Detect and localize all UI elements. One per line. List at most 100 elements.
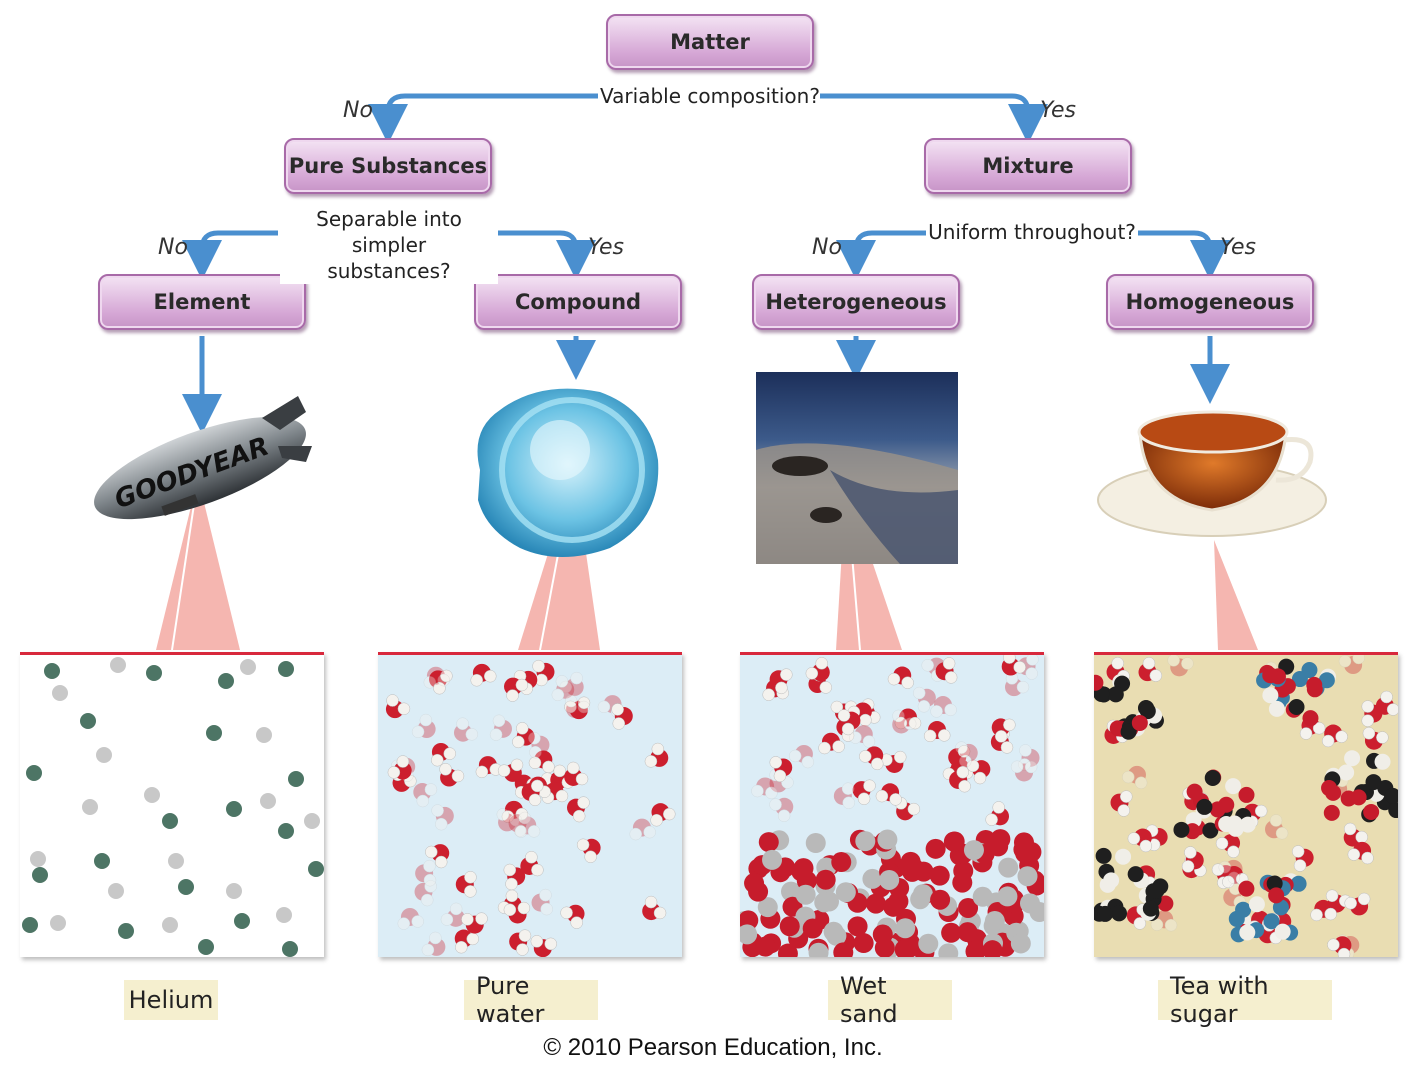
- sand-atom: [793, 858, 814, 879]
- water-molecule: [1122, 765, 1148, 790]
- sand-atom: [1015, 843, 1036, 864]
- branch-yes-2: Yes: [588, 235, 625, 260]
- sugar-atom: [1290, 875, 1307, 892]
- sand-atom: [865, 893, 886, 914]
- water-molecule: [501, 800, 529, 823]
- water-molecule: [1310, 899, 1337, 922]
- water-molecule: [496, 808, 523, 832]
- sand-atom: [984, 911, 1005, 932]
- water-molecule: [530, 935, 557, 957]
- branch-yes-1: Yes: [1040, 98, 1077, 123]
- sand-atom: [925, 838, 946, 859]
- sand-atom: [853, 933, 874, 954]
- sugar-atom: [1107, 686, 1124, 703]
- sand-atom: [802, 918, 823, 939]
- water-molecule: [508, 811, 532, 838]
- water-molecule: [880, 750, 907, 773]
- sugar-atom: [1103, 872, 1120, 889]
- water-molecule: [521, 779, 544, 807]
- water-molecule: [1018, 744, 1040, 771]
- sugar-atom: [1202, 822, 1219, 839]
- sugar-atom: [1204, 769, 1221, 786]
- water-molecule: [935, 657, 958, 684]
- water-molecule: [1181, 846, 1204, 873]
- node-heterogeneous-label: Heterogeneous: [765, 290, 947, 314]
- sugar-atom: [1115, 848, 1132, 865]
- sand-atom: [762, 849, 783, 870]
- water-molecule: [644, 742, 669, 768]
- copyright: © 2010 Pearson Education, Inc.: [543, 1034, 883, 1061]
- sand-atom: [883, 896, 904, 917]
- panel-helium: [20, 652, 324, 957]
- sand-atom: [941, 922, 962, 943]
- water-molecule: [497, 758, 524, 782]
- sugar-atom: [1268, 700, 1285, 717]
- water-molecule: [528, 731, 550, 759]
- node-homogeneous-label: Homogeneous: [1125, 290, 1295, 314]
- water-molecule: [985, 801, 1010, 826]
- sugar-atom: [1274, 923, 1291, 940]
- zoom-cone-helium: [156, 478, 240, 650]
- sand-atom: [862, 868, 883, 889]
- water-molecule: [559, 671, 584, 696]
- label-wet-sand: Wet sand: [828, 972, 952, 1028]
- water-molecule: [503, 901, 531, 924]
- sugar-atom: [1302, 710, 1319, 727]
- water-molecule: [429, 669, 453, 695]
- question-separable-line1: Separable into simpler: [316, 207, 462, 257]
- sand-atom: [740, 924, 758, 945]
- water-molecule: [805, 657, 830, 682]
- water-molecule: [455, 871, 477, 898]
- water-molecule: [1347, 841, 1374, 865]
- node-homogeneous: Homogeneous: [1106, 274, 1314, 330]
- water-molecule: [991, 718, 1016, 743]
- water-molecule: [849, 725, 876, 748]
- water-molecule: [387, 755, 412, 780]
- branch-no-2: No: [158, 235, 188, 260]
- node-heterogeneous: Heterogeneous: [752, 274, 960, 330]
- water-molecule: [892, 709, 917, 734]
- node-matter: Matter: [606, 14, 814, 70]
- water-molecule: [1004, 672, 1030, 697]
- sand-atom: [998, 857, 1019, 878]
- sugar-atom: [1120, 723, 1137, 740]
- sand-atom: [938, 943, 959, 957]
- sand-atom: [808, 942, 829, 957]
- water-molecule: [1375, 690, 1398, 716]
- question-separable-line2: substances?: [327, 259, 451, 283]
- node-mixture-label: Mixture: [982, 154, 1074, 178]
- sand-atom: [874, 937, 895, 957]
- water-molecule: [439, 763, 465, 787]
- sand-atom: [879, 869, 900, 890]
- water-molecule: [923, 721, 951, 743]
- node-compound-label: Compound: [514, 290, 642, 314]
- water-molecule: [513, 816, 541, 838]
- sugar-atom: [1338, 764, 1355, 781]
- panel-wet-sand: [740, 652, 1044, 957]
- sand-atom: [757, 897, 778, 918]
- sand-molecules: [740, 655, 1044, 957]
- sugar-atom: [1127, 866, 1144, 883]
- sugar-atom: [1291, 671, 1308, 688]
- water-molecule: [611, 703, 633, 730]
- water-molecule: [564, 694, 591, 719]
- sugar-atom: [1272, 899, 1289, 916]
- sugar-atom: [1196, 798, 1213, 815]
- water-molecule: [930, 696, 957, 718]
- water-molecule: [966, 759, 991, 785]
- node-element: Element: [98, 274, 306, 330]
- sand-atom: [833, 942, 854, 957]
- sand-atom: [758, 832, 779, 853]
- water-molecule: [1150, 910, 1178, 932]
- sand-atom: [1019, 893, 1040, 914]
- water-molecule: [912, 686, 936, 713]
- sand-atom: [904, 858, 925, 879]
- water-molecule: [425, 844, 450, 869]
- water-molecule: [1218, 859, 1243, 885]
- water-molecule: [413, 783, 438, 808]
- sugar-atom: [1209, 801, 1226, 818]
- water-molecule: [453, 717, 479, 742]
- node-element-label: Element: [153, 290, 251, 314]
- sugar-atom: [1225, 778, 1242, 795]
- sand-atom: [912, 884, 933, 905]
